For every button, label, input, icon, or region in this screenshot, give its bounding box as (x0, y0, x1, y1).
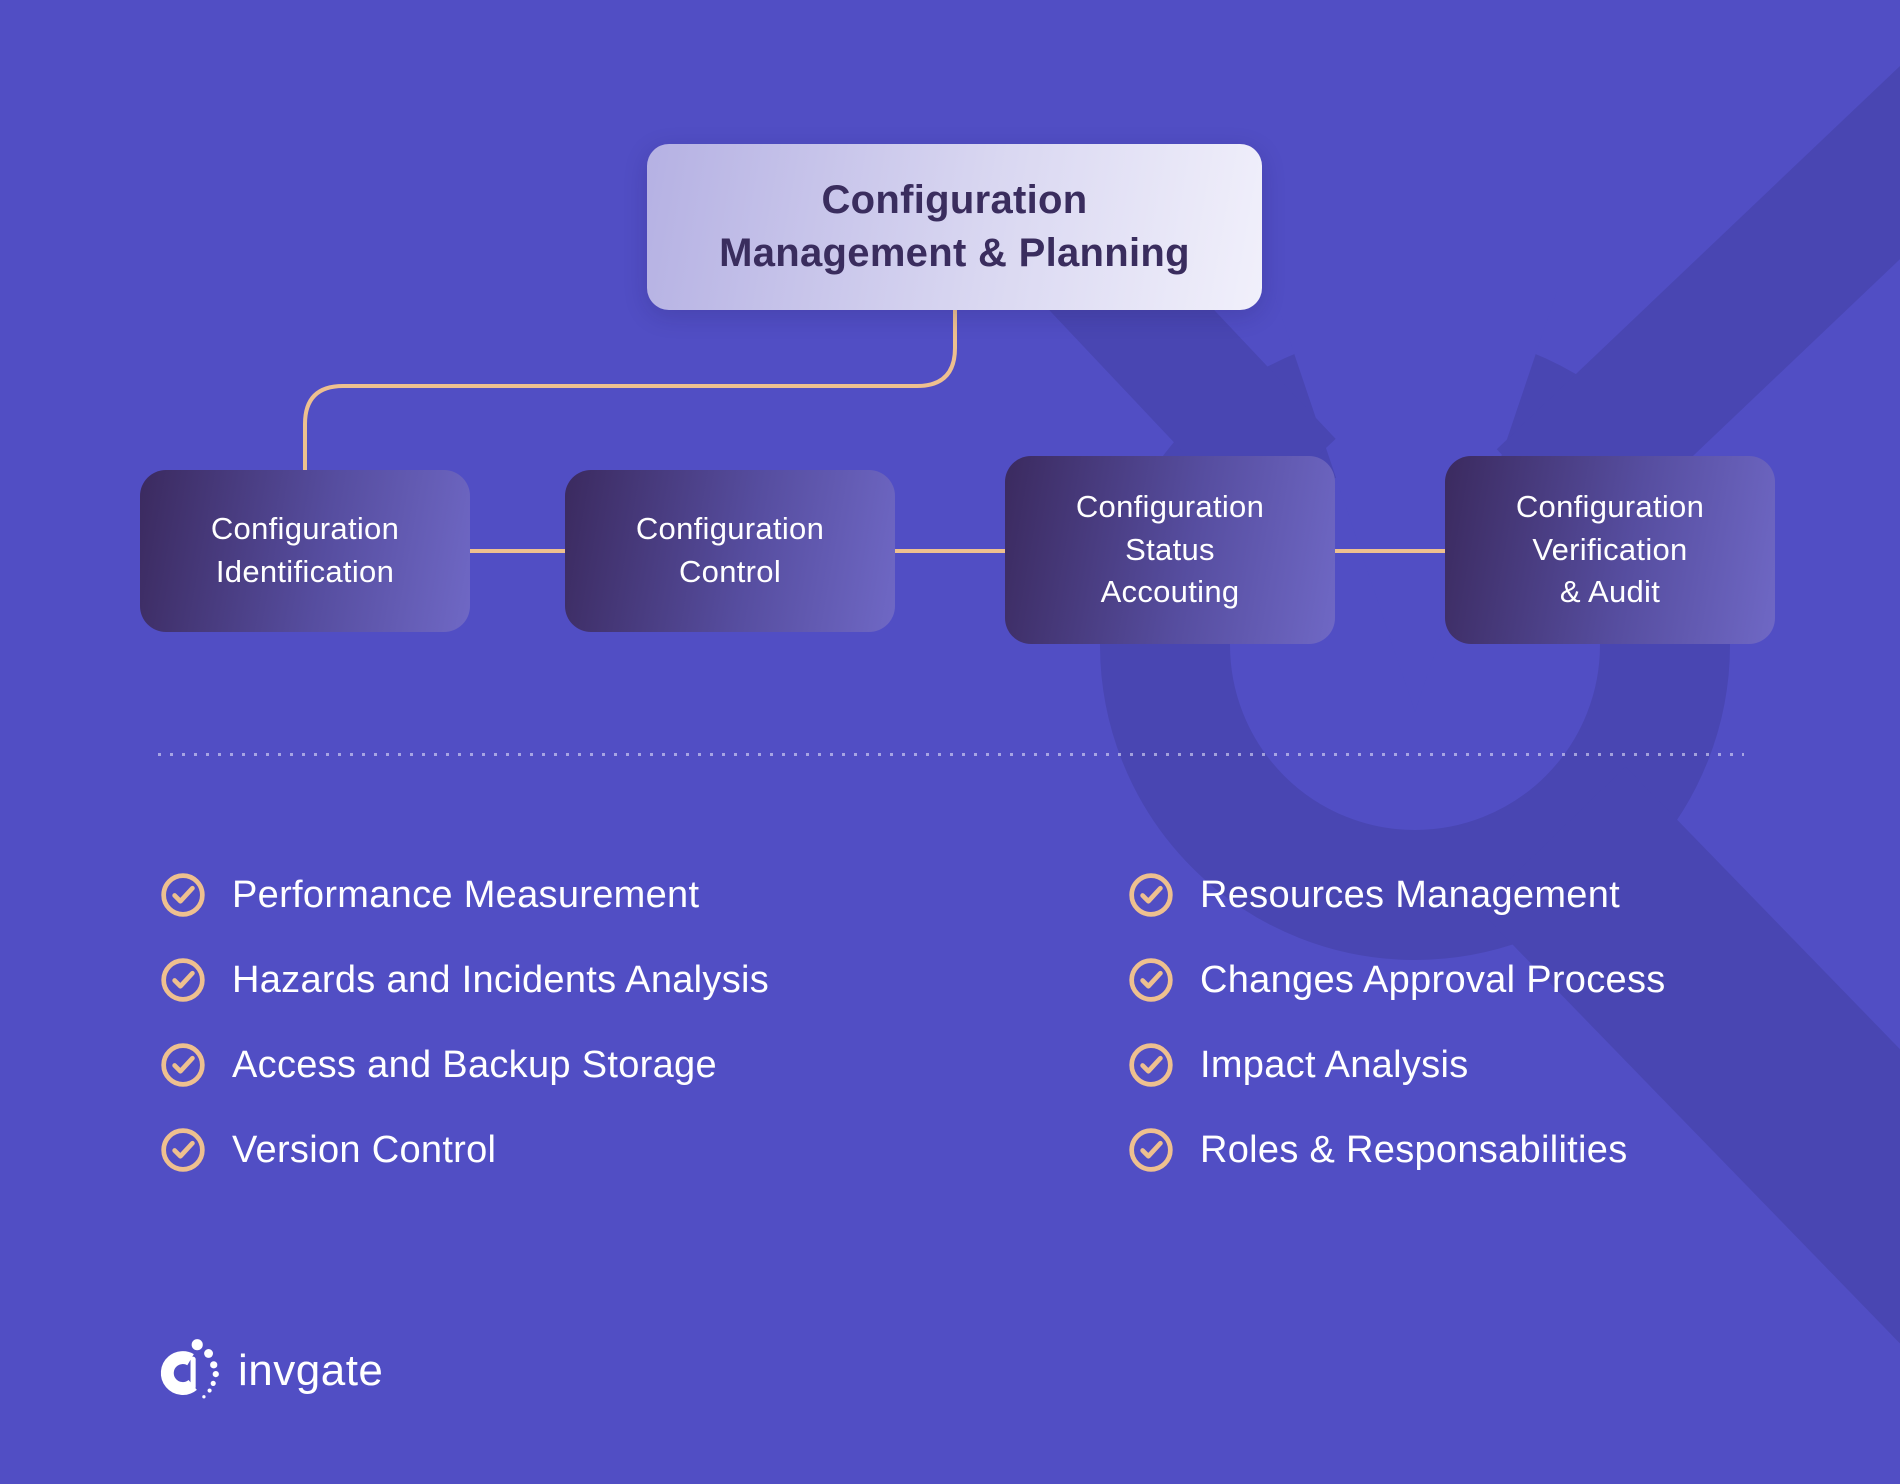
checklist-item-label: Impact Analysis (1200, 1043, 1469, 1086)
checklist-right-column: Resources Management Changes Approval Pr… (1128, 872, 1666, 1173)
stage-node-configuration-identification: Configuration Identification (140, 470, 470, 632)
brand-logo: invgate (157, 1338, 383, 1404)
checklist-item: Roles & Responsabilities (1128, 1127, 1666, 1173)
check-circle-icon (1129, 1128, 1173, 1172)
checklist-item: Changes Approval Process (1128, 957, 1666, 1003)
dotted-divider (158, 753, 1744, 756)
check-circle-icon (161, 1128, 205, 1172)
checklist-item-label: Changes Approval Process (1200, 958, 1666, 1001)
root-node-label: Configuration Management & Planning (719, 178, 1190, 275)
check-circle-icon (161, 1043, 205, 1087)
stage-node-configuration-verification-audit: Configuration Verification & Audit (1445, 456, 1775, 644)
stage-node-configuration-control: Configuration Control (565, 470, 895, 632)
checklist-item-label: Resources Management (1200, 873, 1620, 916)
checklist-item: Impact Analysis (1128, 1042, 1666, 1088)
check-circle-icon (161, 958, 205, 1002)
stage-node-configuration-status-accouting: Configuration Status Accouting (1005, 456, 1335, 644)
checklist-item-label: Access and Backup Storage (232, 1043, 717, 1086)
stage-label: Configuration Verification & Audit (1515, 488, 1705, 610)
check-circle-icon (161, 873, 205, 917)
root-node-configuration-management: Configuration Management & Planning (647, 144, 1262, 310)
checklist-item: Access and Backup Storage (160, 1042, 769, 1088)
checklist-item-label: Roles & Responsabilities (1200, 1128, 1628, 1171)
checklist-item: Performance Measurement (160, 872, 769, 918)
checklist-item-label: Version Control (232, 1128, 497, 1171)
brand-name: invgate (238, 1346, 384, 1395)
check-circle-icon (1129, 1043, 1173, 1087)
stage-label: Configuration Status Accouting (1075, 488, 1265, 610)
check-circle-icon (1129, 958, 1173, 1002)
checklist-item: Version Control (160, 1127, 769, 1173)
checklist-item-label: Hazards and Incidents Analysis (232, 958, 770, 1001)
stage-label: Configuration Identification (210, 511, 400, 589)
check-circle-icon (1129, 873, 1173, 917)
checklist-left-column: Performance Measurement Hazards and Inci… (160, 872, 769, 1173)
checklist-item: Hazards and Incidents Analysis (160, 957, 769, 1003)
invgate-logo-icon (160, 1339, 219, 1399)
checklist-item-label: Performance Measurement (232, 873, 700, 916)
stage-label: Configuration Control (635, 511, 825, 589)
checklist-item: Resources Management (1128, 872, 1666, 918)
